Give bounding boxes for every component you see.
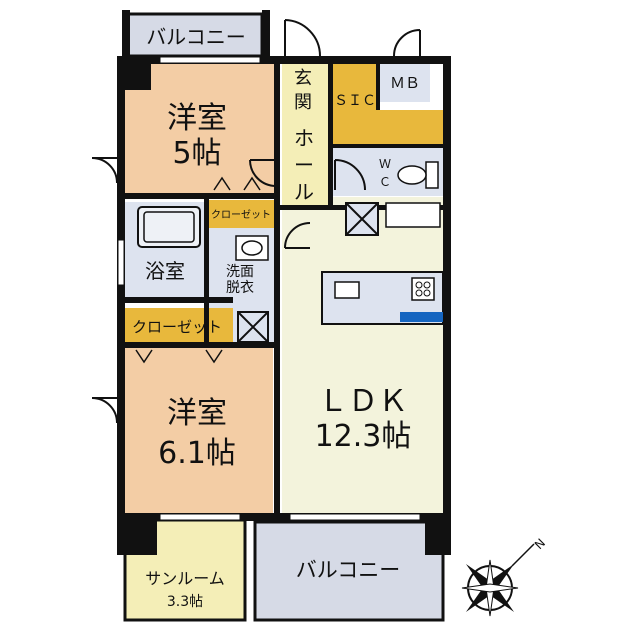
fridge-space-icon [345,202,379,236]
closet-lower [125,308,233,343]
entrance-label-1: 玄 [294,68,312,89]
washroom-label-2: 脱衣 [226,280,254,296]
bathtub-icon [137,206,201,248]
toilet-icon [397,161,439,189]
washing-machine-icon [237,311,269,343]
bottom-balcony [253,520,445,622]
hall-label-1: ホ [294,126,314,150]
kitchen-island-icon [321,271,444,325]
sunroom-size: 3.3帖 [167,594,203,610]
mb-label: ＭＢ [390,74,420,92]
western-room-2-size: 6.1帖 [158,436,236,471]
hall-label-2: ー [294,153,314,177]
wc-label-2: Ｃ [379,175,391,189]
closet-lower-label: クローゼット [132,318,222,336]
kitchen-counter-back [385,202,441,228]
closet-upper-label: クローゼット [211,209,271,221]
hall-label-3: ル [294,180,314,204]
washbasin-icon [235,235,269,261]
bath-label: 浴室 [145,259,185,283]
ldk-room [282,197,445,515]
western-room-2-name: 洋室 [167,396,227,431]
ldk-size: 12.3帖 [315,419,412,454]
western-room-1-name: 洋室 [167,101,227,136]
walls [117,10,451,555]
bottom-balcony-label: バルコニー [296,558,401,582]
entrance-label-2: 関 [294,92,312,113]
top-balcony-label: バルコニー [146,25,246,49]
doors [91,19,421,424]
compass-icon [461,543,535,617]
wc-label-1: Ｗ [379,157,391,171]
western-room-1-size: 5帖 [172,136,221,171]
windows [117,56,421,521]
closet-upper [208,200,274,228]
sunroom-name: サンルーム [145,569,225,588]
washroom-label-1: 洗面 [226,264,254,280]
western-room-2 [123,345,273,515]
closet-door-marks [135,176,261,364]
ldk-name: ＬＤＫ [318,384,408,419]
sic-label: ＳＩＣ [334,93,376,109]
shoe-in-closet-ext [333,110,443,146]
compass-north-label: N [532,536,548,552]
meter-box [380,62,430,102]
hall [282,62,332,210]
